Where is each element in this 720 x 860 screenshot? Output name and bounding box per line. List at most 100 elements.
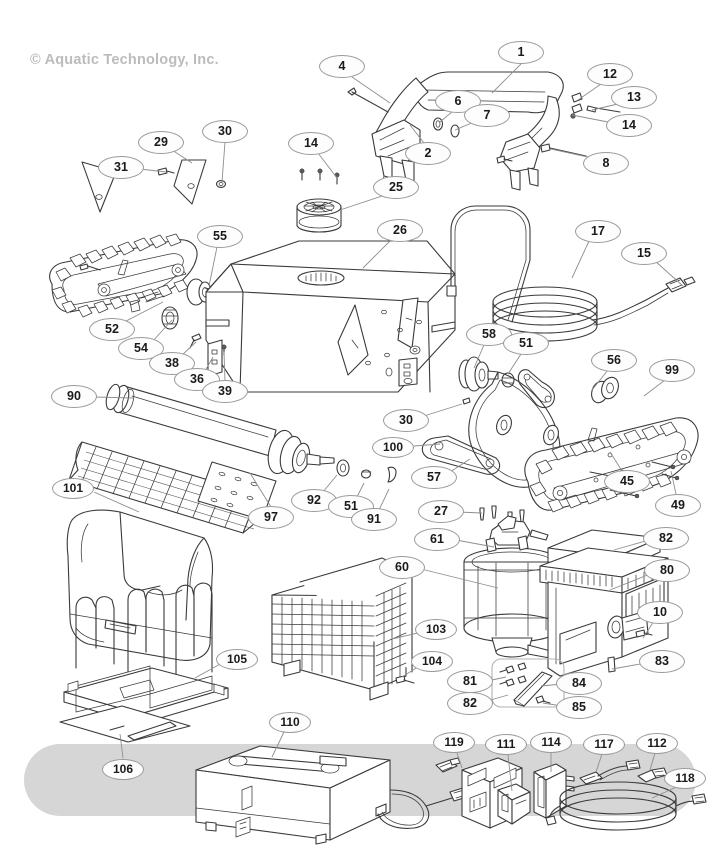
leader-line-52 [123,301,164,323]
part-100-belt [421,435,501,475]
leader-line-119 [456,752,463,769]
callout-54[interactable]: 54 [118,336,164,360]
callout-81[interactable]: 81 [447,669,493,693]
leader-line-4 [351,76,391,104]
callout-4[interactable]: 4 [319,54,365,78]
callout-55[interactable]: 55 [197,224,243,248]
leader-line-17 [571,240,590,279]
callout-112[interactable]: 112 [636,732,678,754]
leader-line-91 [378,488,390,511]
leader-line-80 [609,573,651,591]
callout-110[interactable]: 110 [269,711,311,733]
part-58-pulley-stack [458,356,499,392]
callout-10[interactable]: 10 [637,600,683,624]
callout-39[interactable]: 39 [202,379,248,403]
leader-line-49 [670,470,677,495]
leader-line-2 [409,124,425,144]
callout-25[interactable]: 25 [373,175,419,199]
callout-119[interactable]: 119 [433,731,475,753]
leader-line-30 [423,403,463,417]
callout-83[interactable]: 83 [639,649,685,673]
callout-45[interactable]: 45 [604,469,650,493]
left-track-assembly [49,233,198,318]
leader-line-57 [449,458,471,473]
inset-small-parts [499,662,527,687]
callout-111[interactable]: 111 [485,733,527,755]
part-101-filter-bag [66,509,214,661]
part-51-nut [360,469,372,479]
callout-38[interactable]: 38 [149,351,195,375]
part-83-pin [607,656,616,673]
callout-13[interactable]: 13 [611,85,657,109]
leader-line-90 [94,396,134,399]
callout-101[interactable]: 101 [52,477,94,499]
callout-14[interactable]: 14 [606,113,652,137]
callout-114[interactable]: 114 [530,731,572,753]
callout-57[interactable]: 57 [411,465,457,489]
callout-84[interactable]: 84 [556,671,602,695]
callout-14[interactable]: 14 [288,131,334,155]
callout-29[interactable]: 29 [138,130,184,154]
callout-8[interactable]: 8 [583,151,629,175]
leader-line-110 [271,731,285,758]
callout-2[interactable]: 2 [405,141,451,165]
leader-line-106 [119,733,124,759]
callout-92[interactable]: 92 [291,488,337,512]
leader-line-6 [439,110,454,123]
callout-27[interactable]: 27 [418,499,464,523]
callout-26[interactable]: 26 [377,218,423,242]
callout-60[interactable]: 60 [379,555,425,579]
part-60-pump-housing [463,547,581,664]
callout-52[interactable]: 52 [89,317,135,341]
callout-61[interactable]: 61 [414,527,460,551]
callout-1[interactable]: 1 [498,40,544,64]
callout-106[interactable]: 106 [102,758,144,780]
callout-7[interactable]: 7 [464,103,510,127]
part-54-bushing [161,306,179,330]
leader-line-8 [550,148,589,158]
roller-end-hub [267,429,335,475]
callout-56[interactable]: 56 [591,348,637,372]
callout-118[interactable]: 118 [664,767,706,789]
parts-14-fasteners-left [299,168,340,185]
callout-49[interactable]: 49 [655,493,701,517]
callout-leader-lines [93,63,684,799]
part-91-clip [387,466,397,483]
callout-85[interactable]: 85 [556,695,602,719]
part-61-motor-top [485,515,549,553]
leader-line-31 [139,168,167,173]
part-14-fastener [570,113,576,119]
part-114-rocker-switch [533,763,575,819]
callout-51[interactable]: 51 [503,331,549,355]
part-4-pin [347,87,389,113]
callout-90[interactable]: 90 [51,384,97,408]
callout-103[interactable]: 103 [415,618,457,640]
callout-17[interactable]: 17 [575,219,621,243]
part-55-pulley [186,278,215,306]
callout-12[interactable]: 12 [587,62,633,86]
leader-line-51 [507,353,522,375]
callout-15[interactable]: 15 [621,241,667,265]
callout-82[interactable]: 82 [447,691,493,715]
part-104-screw [395,675,415,684]
leader-line-39 [223,351,226,382]
part-92-washer [336,459,350,477]
leader-line-111 [507,754,513,792]
callout-82[interactable]: 82 [643,526,689,550]
callout-91[interactable]: 91 [351,507,397,531]
callout-31[interactable]: 31 [98,155,144,179]
callout-117[interactable]: 117 [583,733,625,755]
callout-100[interactable]: 100 [372,436,414,458]
callout-30[interactable]: 30 [202,119,248,143]
callout-104[interactable]: 104 [411,650,453,672]
part-7-bushing [450,124,460,138]
part-25-impeller [296,198,342,233]
callout-30[interactable]: 30 [383,408,429,432]
callout-105[interactable]: 105 [216,648,258,670]
part-29-fin [173,159,207,205]
leader-line-105 [194,662,223,679]
callout-97[interactable]: 97 [248,505,294,529]
callout-80[interactable]: 80 [644,558,690,582]
leader-line-30 [221,141,226,183]
callout-99[interactable]: 99 [649,358,695,382]
